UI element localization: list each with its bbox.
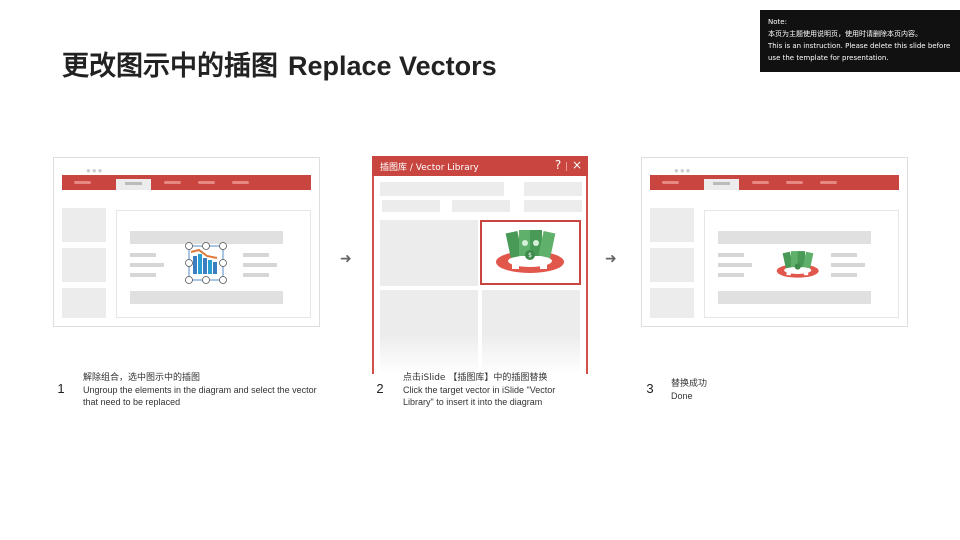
- help-icon[interactable]: ?: [554, 158, 562, 172]
- slide-title-en: Replace Vectors: [288, 51, 497, 81]
- bar-chart-icon[interactable]: [185, 242, 227, 284]
- instruction-note: Note: 本页为主题使用说明页，使用时请删除本页内容。 This is an …: [760, 10, 960, 72]
- dialog-header: 插图库 / Vector Library ? | ×: [372, 156, 588, 176]
- note-label: Note:: [768, 18, 787, 26]
- step-number: 2: [376, 381, 384, 396]
- library-item[interactable]: [380, 220, 478, 286]
- step-text-en: Done: [671, 391, 693, 401]
- window-dots: ●●●: [674, 166, 692, 175]
- money-lifebuoy-icon: [768, 245, 828, 285]
- svg-text:$: $: [528, 252, 532, 259]
- step-text-en: Click the target vector in iSlide "Vecto…: [403, 385, 556, 407]
- slide-title-zh: 更改图示中的插图: [62, 51, 278, 82]
- step-text-zh: 替换成功: [671, 379, 708, 389]
- vector-library-dialog: 插图库 / Vector Library ? | ×: [372, 156, 588, 374]
- step-text-zh: 解除组合，选中图示中的插图: [83, 373, 201, 383]
- mock-window-before: ●●●: [53, 157, 320, 327]
- mock-window-after: ●●●: [641, 157, 908, 327]
- step-number: 1: [57, 381, 65, 396]
- close-icon[interactable]: ×: [571, 158, 582, 172]
- mock-toolbar: [650, 175, 899, 190]
- window-dots: ●●●: [86, 166, 104, 175]
- money-lifebuoy-icon[interactable]: $: [480, 220, 581, 285]
- arrow-right-icon: ➜: [605, 250, 617, 266]
- step-description: 点击iSlide 【插图库】中的插图替换 Click the target ve…: [403, 372, 583, 408]
- note-en: This is an instruction. Please delete th…: [768, 42, 951, 62]
- slide-title: 更改图示中的插图 Replace Vectors: [62, 44, 497, 83]
- step-text-en: Ungroup the elements in the diagram and …: [83, 385, 317, 407]
- dialog-title: 插图库 / Vector Library: [380, 163, 479, 173]
- step-description: 替换成功 Done: [671, 378, 791, 402]
- mock-toolbar: [62, 175, 311, 190]
- step-number: 3: [646, 381, 654, 396]
- step-text-zh: 点击iSlide 【插图库】中的插图替换: [403, 373, 548, 383]
- note-zh: 本页为主题使用说明页，使用时请删除本页内容。: [768, 30, 922, 38]
- dialog-body: $: [372, 176, 588, 374]
- arrow-right-icon: ➜: [340, 250, 352, 266]
- step-description: 解除组合，选中图示中的插图 Ungroup the elements in th…: [83, 372, 323, 408]
